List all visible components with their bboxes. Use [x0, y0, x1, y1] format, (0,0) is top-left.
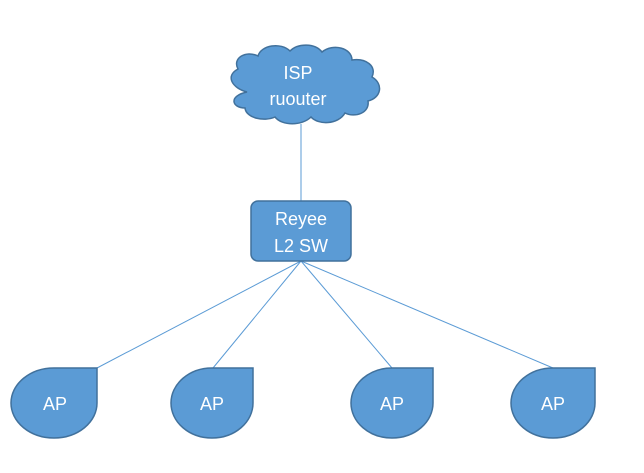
- ap-shape: [510, 367, 596, 439]
- ap-shape: [10, 367, 98, 439]
- link-switch-ap-2: [212, 260, 302, 369]
- connections: [96, 124, 554, 369]
- link-switch-ap-3: [300, 260, 393, 369]
- cloud-label-line2: ruouter: [269, 89, 326, 109]
- switch-label-line2: L2 SW: [274, 236, 328, 256]
- cloud-shape: [230, 44, 381, 125]
- ap-label: AP: [200, 394, 224, 414]
- access-point-4: AP: [510, 367, 596, 439]
- access-point-3: AP: [350, 367, 434, 439]
- access-point-1: AP: [10, 367, 98, 439]
- ap-shape: [170, 367, 254, 439]
- switch-node: Reyee L2 SW: [250, 200, 352, 262]
- switch-label-line1: Reyee: [275, 209, 327, 229]
- cloud-label-line1: ISP: [283, 63, 312, 83]
- link-switch-ap-1: [96, 260, 302, 369]
- ap-shape: [350, 367, 434, 439]
- ap-label: AP: [541, 394, 565, 414]
- access-point-2: AP: [170, 367, 254, 439]
- ap-label: AP: [380, 394, 404, 414]
- ap-label: AP: [43, 394, 67, 414]
- switch-box: [250, 200, 352, 262]
- link-switch-ap-4: [300, 260, 554, 369]
- isp-cloud: ISP ruouter: [230, 44, 381, 125]
